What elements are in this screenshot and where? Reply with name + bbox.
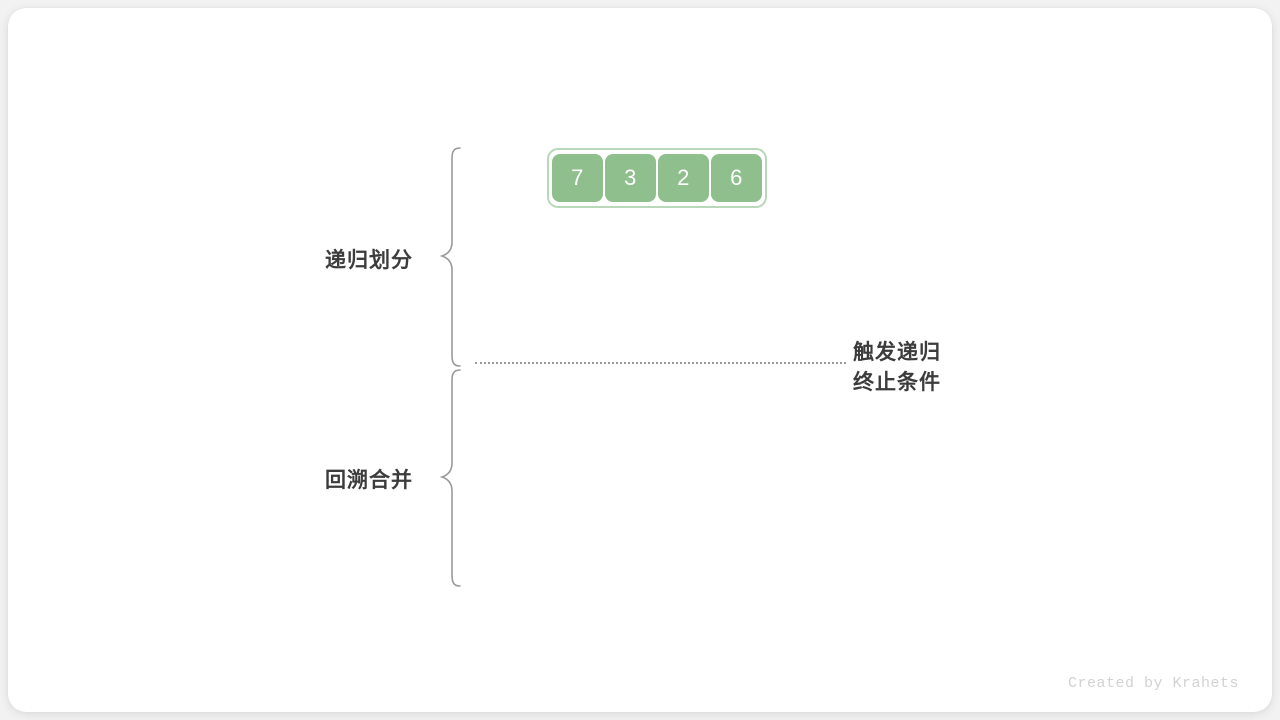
array-cell: 6 [711, 154, 762, 202]
array-cell: 7 [552, 154, 603, 202]
array-cell: 3 [605, 154, 656, 202]
recursion-base-case-divider [475, 362, 846, 364]
array-cell: 2 [658, 154, 709, 202]
brace-backtrack-merge-icon [440, 368, 462, 588]
phase-label-backtrack-merge: 回溯合并 [325, 469, 413, 492]
diagram-stage: 7 3 2 6 递归划分 回溯合并 触发递归 终止条件 Created [8, 8, 1272, 712]
input-array: 7 3 2 6 [547, 148, 767, 208]
brace-recursive-split-icon [440, 146, 462, 368]
base-case-annotation-line-1: 触发递归 [853, 341, 941, 364]
base-case-annotation: 触发递归 终止条件 [853, 338, 941, 398]
phase-label-recursive-split: 递归划分 [325, 249, 413, 272]
footer-credit: Created by Krahets [1067, 675, 1239, 692]
base-case-annotation-line-2: 终止条件 [853, 371, 941, 394]
diagram-card: 7 3 2 6 递归划分 回溯合并 触发递归 终止条件 Created [8, 8, 1272, 712]
